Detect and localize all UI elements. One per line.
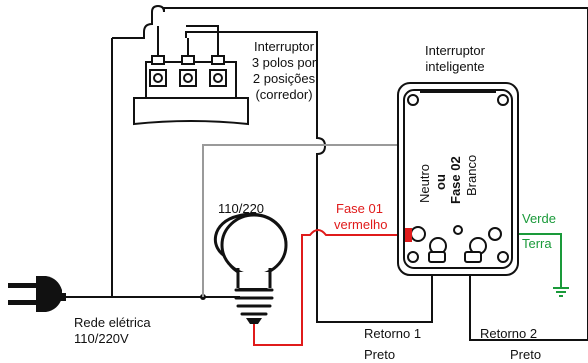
label-smart-switch: Interruptor inteligente: [425, 43, 486, 74]
svg-text:Interruptor: Interruptor: [254, 39, 315, 54]
svg-text:3 polos por: 3 polos por: [252, 55, 317, 70]
svg-text:Interruptor: Interruptor: [425, 43, 486, 58]
ground-icon: [553, 287, 569, 297]
three-way-switch-icon: [133, 38, 249, 126]
svg-text:(corredor): (corredor): [255, 87, 312, 102]
svg-text:2 posições: 2 posições: [253, 71, 316, 86]
label-lamp-voltage: 110/220: [218, 201, 264, 216]
label-verde: Verde: [522, 211, 556, 226]
svg-text:vermelho: vermelho: [334, 217, 387, 232]
switch-pin-top-links: [157, 25, 219, 38]
label-mains: Rede elétrica 110/220V: [74, 315, 151, 346]
svg-text:inteligente: inteligente: [425, 59, 484, 74]
label-fase01: Fase 01 vermelho: [334, 201, 387, 232]
wire-red-phase: [253, 229, 410, 346]
light-bulb-icon: [213, 212, 288, 324]
svg-text:Rede elétrica: Rede elétrica: [74, 315, 151, 330]
label-three-way-switch: Interruptor 3 polos por 2 posições (corr…: [252, 39, 317, 102]
svg-text:Fase 01: Fase 01: [336, 201, 383, 216]
label-retorno1: Retorno 1: [364, 326, 421, 341]
wire-top-border: [112, 4, 588, 39]
label-neutro: Neutro: [417, 164, 432, 203]
label-fase02: Fase 02: [448, 156, 463, 204]
label-preto1: Preto: [364, 347, 395, 362]
label-preto2: Preto: [510, 347, 541, 362]
power-plug-icon: [8, 276, 66, 312]
smart-switch-box-icon: [397, 82, 519, 276]
label-ou: ou: [433, 174, 448, 190]
label-terra: Terra: [522, 236, 552, 251]
label-branco: Branco: [464, 155, 479, 196]
label-retorno2: Retorno 2: [480, 326, 537, 341]
wire-right-border: [469, 8, 588, 341]
svg-text:110/220V: 110/220V: [74, 331, 129, 346]
